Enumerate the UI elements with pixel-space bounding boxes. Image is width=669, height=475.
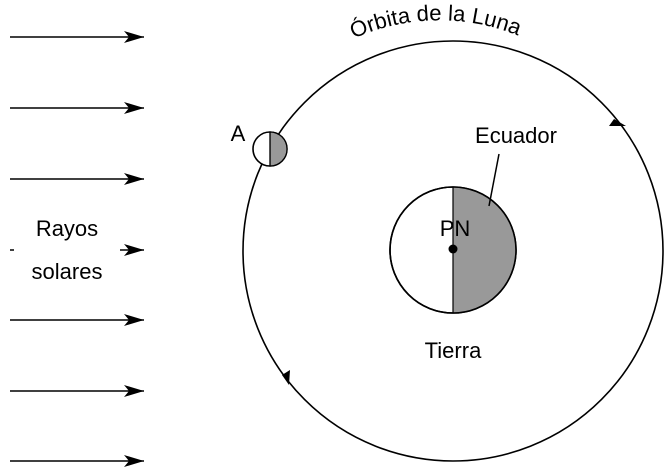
sun-rays-label-line1: Rayos [36,216,98,241]
equator-label: Ecuador [475,123,557,148]
equator-leader-line [488,153,500,207]
north-pole-label: PN [440,216,471,241]
orbit-direction-arrow [282,370,290,385]
orbit-direction-arrow [609,119,626,126]
moon-label: A [231,121,246,146]
sun-rays-label-backing [14,214,120,284]
orbit-label: Órbita de la Luna [346,0,526,43]
earth-label: Tierra [425,338,482,363]
north-pole-dot [448,244,458,254]
moon-orbit [242,40,664,462]
moon-position-a [252,131,288,167]
sun-rays-label-line2: solares [32,259,103,284]
